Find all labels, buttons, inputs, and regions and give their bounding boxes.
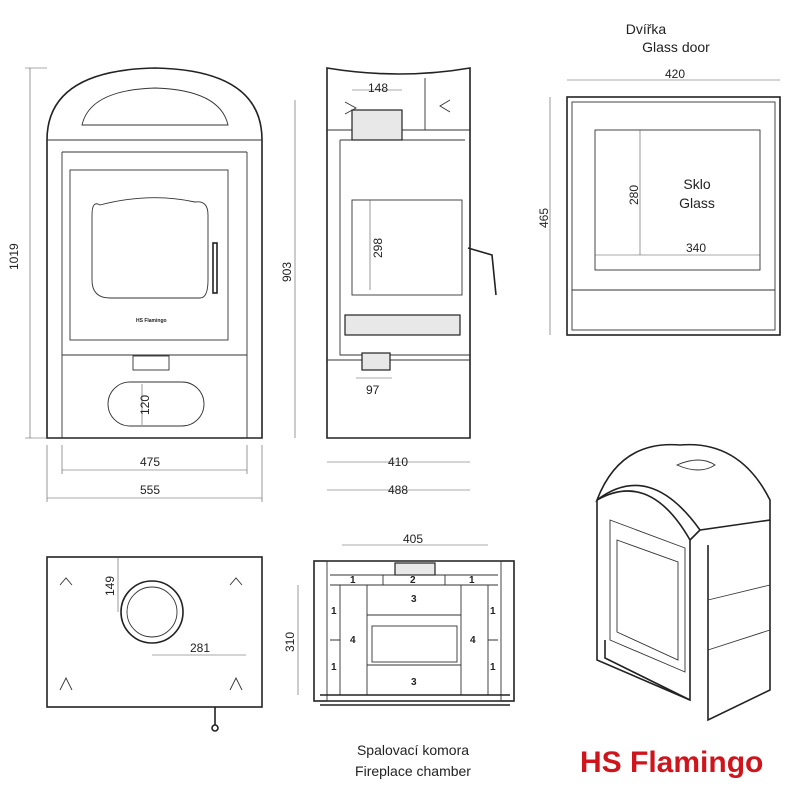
chamber-part-label: 4	[470, 635, 476, 646]
dim-side-inner-depth: 410	[388, 455, 408, 469]
dim-door-height: 465	[537, 208, 551, 228]
svg-text:HS Flamingo: HS Flamingo	[136, 318, 167, 324]
chamber-view: 405 310 1 2 1 1 1 4 4 3 3 1 1 Spalovací …	[283, 532, 515, 779]
dim-chamber-width: 405	[403, 532, 423, 546]
chamber-title-cz: Spalovací komora	[357, 742, 469, 758]
chamber-part-label: 1	[331, 606, 337, 617]
dim-front-inner-width: 475	[140, 455, 160, 469]
dim-top-flue-offset: 149	[103, 576, 117, 596]
dim-top-flue-distance: 281	[190, 641, 210, 655]
brand-logo: HS Flamingo	[580, 746, 763, 779]
dim-chamber-depth: 310	[283, 632, 297, 652]
chamber-part-label: 1	[490, 662, 496, 673]
dim-side-flue-offset: 148	[368, 81, 388, 95]
front-view: HS Flamingo 1019 120 475 555	[7, 67, 263, 502]
dim-glass-width: 340	[686, 241, 706, 255]
chamber-part-label: 1	[350, 575, 356, 586]
chamber-part-label: 2	[410, 575, 416, 586]
dim-side-depth: 488	[388, 483, 408, 497]
door-title-cz: Dvířka	[626, 21, 667, 37]
dim-ash-opening: 120	[138, 395, 152, 415]
dim-front-width: 555	[140, 483, 160, 497]
glass-door-view: Dvířka Glass door 420 465 280 340 Sklo G…	[537, 21, 781, 336]
chamber-part-label: 3	[411, 594, 417, 605]
dim-side-height: 903	[280, 262, 294, 282]
top-view: 149 281	[46, 556, 263, 732]
chamber-part-label: 1	[331, 662, 337, 673]
side-section-view: 148 903 298 97 410 488	[280, 67, 497, 497]
isometric-view	[595, 443, 771, 722]
dim-side-bottom: 97	[366, 383, 380, 397]
chamber-part-label: 1	[490, 606, 496, 617]
glass-label-cz: Sklo	[683, 176, 710, 192]
dim-side-chamber-height: 298	[371, 238, 385, 258]
door-title-en: Glass door	[642, 39, 710, 55]
dim-door-width: 420	[665, 67, 685, 81]
dim-glass-height: 280	[627, 185, 641, 205]
chamber-part-label: 4	[350, 635, 356, 646]
chamber-part-label: 1	[469, 575, 475, 586]
dim-front-height: 1019	[7, 243, 21, 270]
glass-label-en: Glass	[679, 195, 715, 211]
chamber-part-label: 3	[411, 677, 417, 688]
chamber-title-en: Fireplace chamber	[355, 763, 471, 779]
